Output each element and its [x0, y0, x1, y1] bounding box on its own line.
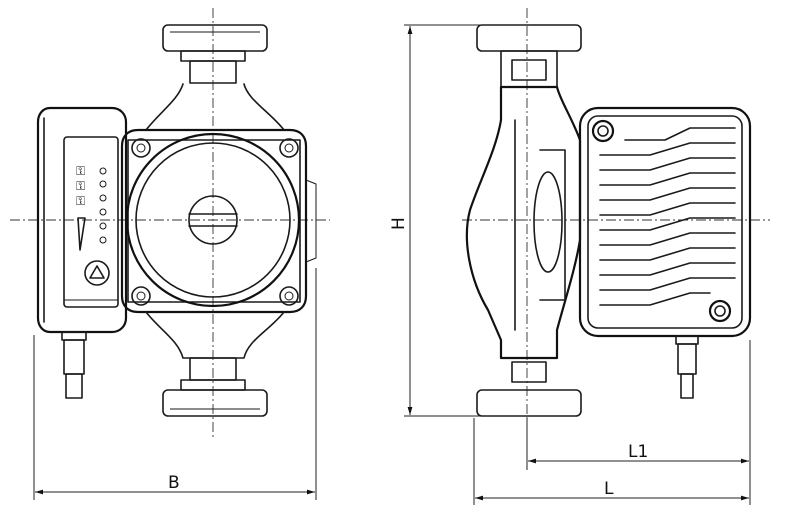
side-top-flange	[476, 24, 582, 88]
dimension-l-label: L	[604, 479, 614, 499]
bottom-flange	[162, 357, 268, 417]
cooling-fins	[599, 127, 736, 306]
triangle-icon	[89, 265, 105, 279]
side-volute-body	[465, 85, 582, 360]
dimension-h-label: H	[389, 217, 409, 230]
indicator-symbols: ⚿ ⚿ ⚿	[76, 164, 85, 208]
side-inner-lines	[514, 119, 566, 331]
dimension-l1-label: L1	[628, 442, 648, 462]
control-box	[36, 106, 128, 334]
dimension-h: H	[389, 24, 530, 417]
housing-bolts	[131, 138, 299, 306]
cable-gland-side	[675, 335, 699, 399]
dimension-l: L	[473, 418, 749, 505]
led-indicators	[99, 167, 107, 244]
dimension-b: B	[33, 268, 317, 500]
dimension-l1: L1	[526, 340, 751, 505]
lower-pipe-body	[145, 311, 285, 359]
upper-pipe-body	[145, 83, 285, 131]
dimension-b-label: B	[168, 473, 180, 493]
side-view: H L1 L	[389, 8, 770, 505]
level-wedge-icon	[77, 217, 86, 251]
motor-screws	[591, 119, 732, 323]
indicator-symbol-2: ⚿	[76, 179, 85, 193]
indicator-symbol-1: ⚿	[76, 164, 85, 178]
front-view: ⚿ ⚿ ⚿	[10, 8, 330, 500]
cable-gland-front	[61, 331, 87, 399]
side-rotor-ellipse	[533, 171, 563, 273]
motor-housing	[578, 106, 752, 338]
top-flange	[162, 24, 268, 84]
mode-button[interactable]	[84, 260, 110, 286]
side-bottom-flange	[476, 361, 582, 417]
indicator-symbol-3: ⚿	[76, 194, 85, 208]
